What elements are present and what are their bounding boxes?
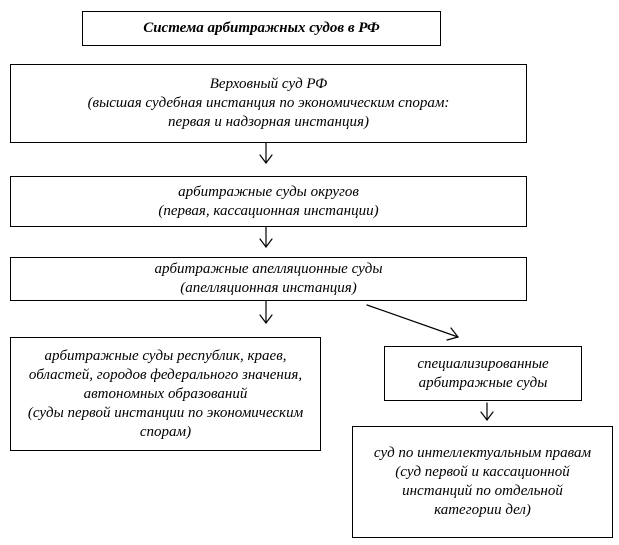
ip-court-line-3: инстанций по отдельной <box>402 483 563 499</box>
district-courts-box: арбитражные суды округов (первая, кассац… <box>10 176 527 227</box>
specialized-courts-line-2: арбитражные суды <box>418 374 548 391</box>
supreme-court-line-2: (высшая судебная инстанция по экономичес… <box>87 95 450 111</box>
arrow-appeal-to-regional <box>259 300 273 324</box>
supreme-court-box: Верховный суд РФ (высшая судебная инстан… <box>10 64 527 143</box>
diagram-title: Система арбитражных судов в РФ <box>82 11 441 46</box>
district-courts-line-1: арбитражные суды округов <box>178 183 359 200</box>
ip-court-line-1: суд по интеллектуальным правам <box>373 445 592 461</box>
appeal-courts-box: арбитражные апелляционные суды (апелляци… <box>10 257 527 301</box>
supreme-court-line-3: первая и надзорная инстанция) <box>168 114 369 130</box>
arrow-specialized-to-ip-court <box>480 402 494 421</box>
regional-courts-box: арбитражные суды республик, краев, облас… <box>10 337 321 451</box>
specialized-courts-box: специализированные арбитражные суды <box>384 346 582 401</box>
appeal-courts-line-2: (апелляционная инстанция) <box>180 280 357 296</box>
district-courts-line-2: (первая, кассационная инстанции) <box>158 202 379 219</box>
ip-court-box: суд по интеллектуальным правам (суд перв… <box>352 426 613 538</box>
regional-courts-line-4: (суды первой инстанции по экономическим <box>27 404 304 421</box>
arrow-appeal-to-specialized <box>366 304 460 341</box>
ip-court-line-4: категории дел) <box>434 502 531 518</box>
appeal-courts-line-1: арбитражные апелляционные суды <box>154 261 383 277</box>
regional-courts-line-1: арбитражные суды республик, краев, <box>44 347 287 364</box>
ip-court-line-2: (суд первой и кассационной <box>395 464 570 480</box>
regional-courts-line-3: автономных образований <box>83 385 248 402</box>
arrow-district-to-appeal <box>259 226 273 248</box>
specialized-courts-line-1: специализированные <box>417 355 549 372</box>
regional-courts-line-5: спорам) <box>139 423 192 440</box>
regional-courts-line-2: областей, городов федерального значения, <box>28 366 303 383</box>
title-text: Система арбитражных судов в РФ <box>143 20 380 36</box>
supreme-court-line-1: Верховный суд РФ <box>209 76 328 92</box>
arrow-supreme-to-district <box>259 142 273 164</box>
